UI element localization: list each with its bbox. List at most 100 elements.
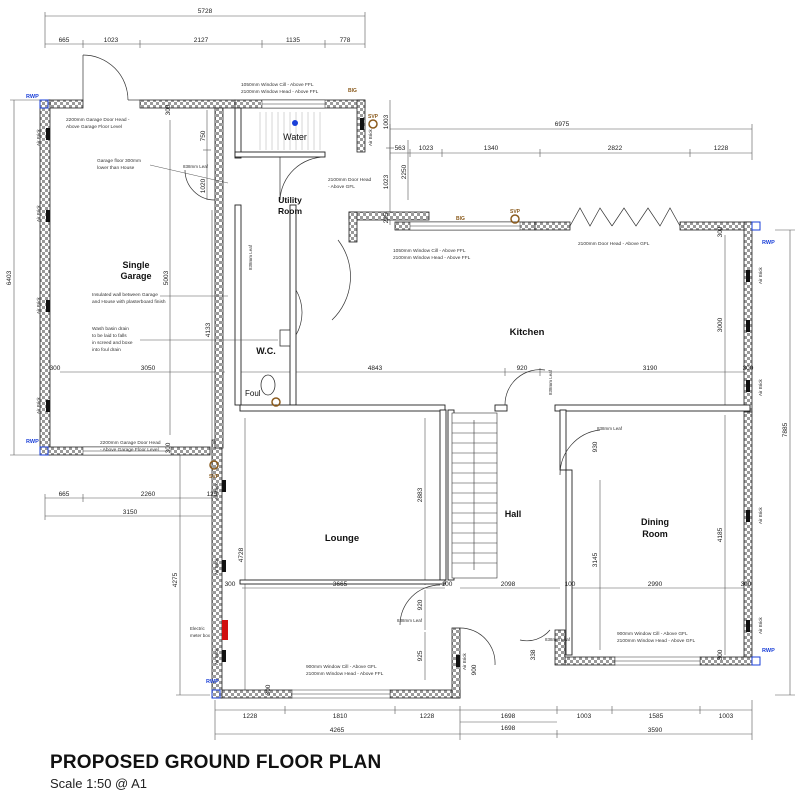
note-insulated-1: Insulated wall between Garage (92, 292, 158, 298)
note-dining-window-2: 2100mm Window Head - Above GFL (617, 638, 695, 644)
dim-garage-bottom-0: 665 (59, 491, 70, 498)
room-dining-line1: Dining (641, 517, 669, 527)
air-brick-label-6: Air Brick (758, 379, 763, 396)
air-brick-label-4: Air Brick (36, 397, 41, 414)
dim-lounge-depth: 4728 (238, 547, 245, 562)
dim-top-2: 2127 (194, 37, 209, 44)
note-garage-door-bottom-1: 2200mm Garage Door Head (100, 440, 161, 446)
staircase (451, 412, 498, 579)
dim-bottom-6: 1003 (719, 713, 734, 720)
svp-label-3: SVP (209, 474, 220, 480)
basin-icon (279, 329, 291, 347)
room-kitchen: Kitchen (510, 327, 545, 338)
dim-kitchen-2: 1340 (484, 145, 499, 152)
rwp-label-1: RWP (26, 94, 39, 100)
water-area (259, 112, 321, 150)
dim-garage-bottom-overall: 3150 (123, 509, 138, 516)
note-kitchen-window-2: 2100mm Window Head - Above FFL (393, 255, 471, 261)
internal-walls (234, 107, 751, 656)
room-water: Water (283, 132, 307, 142)
dim-wall-300-c: 300 (225, 581, 236, 588)
note-leaders (140, 164, 278, 341)
svp-icon (209, 460, 219, 470)
water-point-icon (292, 120, 298, 126)
dim-dining-v: 4185 (717, 527, 724, 542)
dim-wall-100: 100 (442, 581, 453, 588)
big-label-1: BIG (348, 88, 357, 94)
air-brick-label-9: Air Brick (214, 558, 219, 575)
dim-wall-300-d: 300 (741, 581, 752, 588)
dim-v-1003: 1003 (383, 114, 390, 129)
dim-bottom-hall: 1698 (501, 725, 516, 732)
dim-bottom-3: 1698 (501, 713, 516, 720)
dim-wall-300-f: 300 (165, 442, 172, 453)
leaf-label-6: 838mm Leaf (545, 637, 571, 642)
rwp-markers (39, 99, 761, 699)
electric-meter-icon (222, 620, 228, 640)
air-brick-label-10: Air Brick (214, 648, 219, 665)
note-utility-door-2: - Above GFL (328, 184, 355, 190)
note-wash-4: into foul drain (92, 347, 121, 353)
note-water-window-2: 2100mm Window Head - Above FFL (241, 89, 319, 95)
dim-wall-300-b: 300 (743, 365, 754, 372)
dim-kitchen-overall: 6975 (555, 121, 570, 128)
dim-left-overall: 6403 (6, 270, 13, 285)
dim-garage-width: 3050 (141, 365, 156, 372)
air-brick-label-12: Air Brick (368, 129, 373, 146)
dim-kitchen-depth: 3000 (717, 317, 724, 332)
dim-bottom-1: 1810 (333, 713, 348, 720)
note-lounge-window-2: 2100mm Window Head - Above FFL (306, 671, 384, 677)
toilet-icon (260, 374, 276, 396)
dim-kitchen-width-left: 4843 (368, 365, 383, 372)
room-wc: W.C. (256, 346, 276, 356)
dim-v-1023: 1023 (383, 174, 390, 189)
dim-bottom-0: 1228 (243, 713, 258, 720)
rwp-label-5: RWP (206, 679, 219, 685)
dim-bottom-5: 1585 (649, 713, 664, 720)
dim-wall-300-e: 300 (165, 104, 172, 115)
dim-kitchen-0: 563 (395, 145, 406, 152)
note-lounge-window-1: 900mm Window Cill - Above GFL (306, 664, 377, 670)
air-brick-markers (46, 118, 750, 667)
note-garage-floor-1: Garage floor 300mm (97, 158, 141, 164)
note-dining-window-1: 900mm Window Cill - Above GFL (617, 631, 688, 637)
dim-top-4: 778 (340, 37, 351, 44)
dim-lounge-upper: 2883 (417, 487, 424, 502)
dim-left-lower: 4275 (172, 572, 179, 587)
dim-bottom-overall-left: 4265 (330, 727, 345, 734)
door-swings (82, 54, 601, 666)
rwp-label-4: RWP (762, 648, 775, 654)
dim-v-225: 225 (383, 212, 390, 223)
dim-top-0: 665 (59, 37, 70, 44)
air-brick-label-3: Air Brick (36, 297, 41, 314)
electric-label-1: Electric (190, 626, 206, 631)
leaf-label-1: 838mm Leaf (183, 164, 209, 169)
svp-label-2: SVP (510, 209, 521, 215)
dim-wall-300-g: 300 (717, 226, 724, 237)
svp-label-1: SVP (368, 114, 379, 120)
dim-wall-125: 125 (207, 491, 218, 498)
dim-lounge-925: 925 (417, 650, 424, 661)
dim-overall-top: 5728 (198, 8, 213, 15)
air-brick-label-2: Air Brick (36, 205, 41, 222)
fixtures (209, 119, 520, 640)
dim-kitchen-1: 1023 (419, 145, 434, 152)
note-wash-2: to be laid to falls (92, 333, 127, 339)
drawing-title: PROPOSED GROUND FLOOR PLAN (50, 752, 382, 773)
room-lounge: Lounge (325, 533, 359, 544)
note-garage-door-bottom-2: - Above Garage Floor Level (100, 447, 159, 453)
dim-utility-v1: 750 (200, 130, 207, 141)
note-garage-floor-2: lower than House (97, 165, 135, 171)
dim-utility-v2: 1020 (200, 178, 207, 193)
svp-icon (368, 119, 378, 129)
dim-door-920: 920 (517, 365, 528, 372)
dim-lounge-door: 920 (417, 599, 424, 610)
dim-bottom-4: 1003 (577, 713, 592, 720)
dim-top-1: 1023 (104, 37, 119, 44)
room-garage-line1: Single (122, 260, 149, 270)
air-brick-label-7: Air Brick (758, 507, 763, 524)
rwp-label-2: RWP (26, 439, 39, 445)
room-garage-line2: Garage (120, 271, 151, 281)
dim-bottom-2: 1228 (420, 713, 435, 720)
rwp-label-3: RWP (762, 240, 775, 246)
